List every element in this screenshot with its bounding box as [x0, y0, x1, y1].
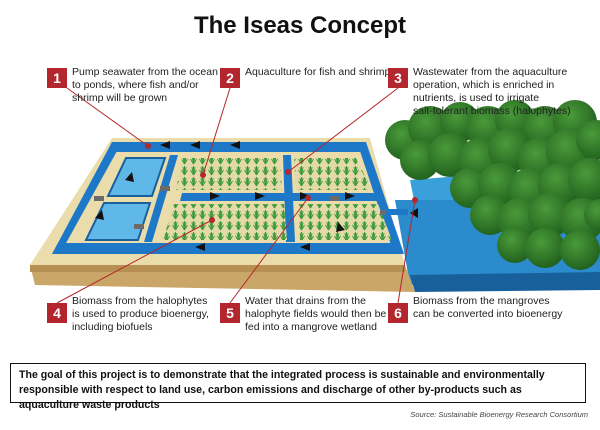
- halophyte-fields: [163, 158, 392, 240]
- source-credit: Source: Sustainable Bioenergy Research C…: [410, 410, 588, 419]
- step-3-badge: 3: [388, 68, 408, 88]
- sluice-gates: [94, 186, 388, 229]
- outlet-pipe: [386, 209, 408, 215]
- flow-arrows: [95, 141, 418, 251]
- step-2-text: Aquaculture for fish and shrimp: [245, 66, 391, 78]
- step-1-badge: 1: [47, 68, 67, 88]
- project-goal-box: The goal of this project is to demonstra…: [10, 363, 586, 411]
- leader-lines: [56, 87, 418, 304]
- mangrove-forest: [385, 100, 600, 270]
- step-5-badge: 5: [220, 303, 240, 323]
- step-2-badge: 2: [220, 68, 240, 88]
- diagram-title: The Iseas Concept: [193, 12, 407, 39]
- step-6-badge: 6: [388, 303, 408, 323]
- step-4-badge: 4: [47, 303, 67, 323]
